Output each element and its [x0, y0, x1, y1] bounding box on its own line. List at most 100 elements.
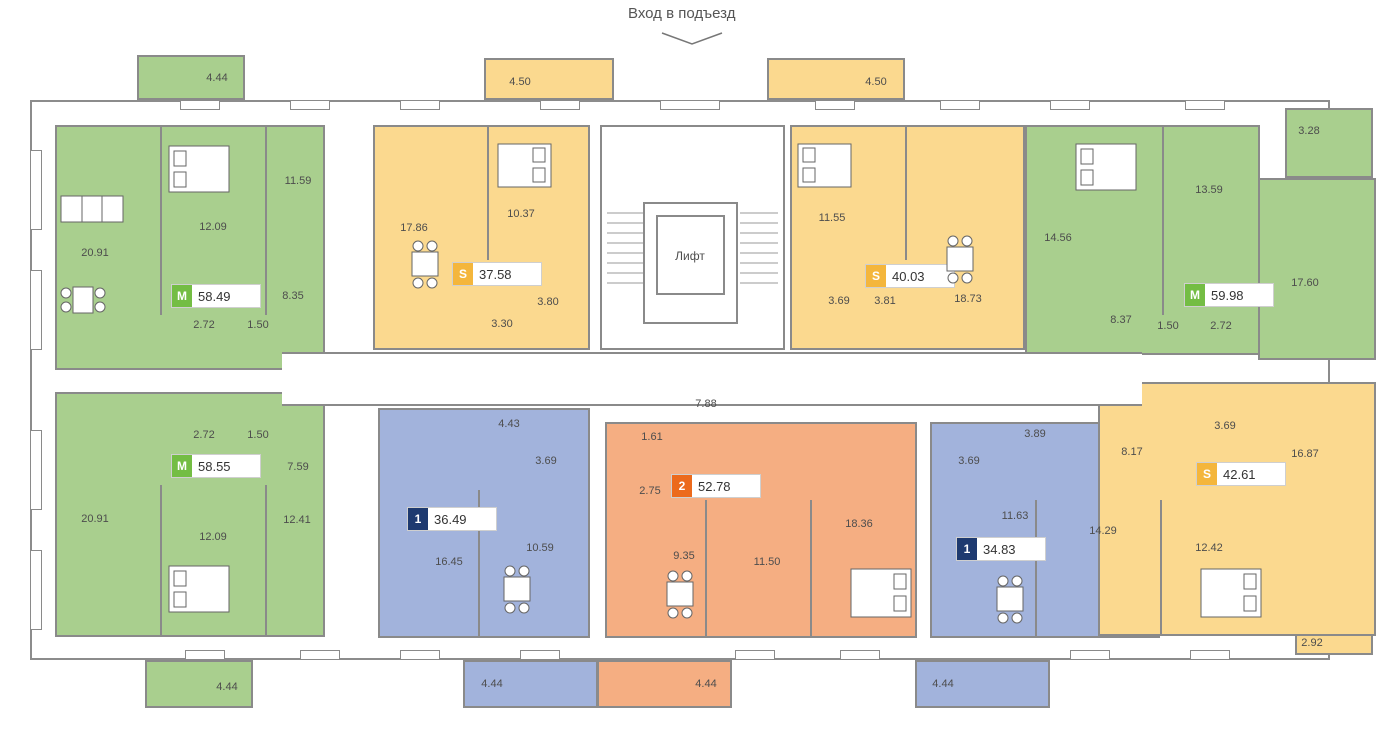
bed-icon [1075, 143, 1137, 191]
room-area: 2.72 [193, 319, 215, 331]
apartment-badge[interactable]: S 40.03 [866, 265, 954, 287]
corridor [282, 352, 1142, 406]
apartment-s-1[interactable] [373, 125, 590, 350]
badge-area: 58.55 [192, 455, 260, 477]
room-area: 4.43 [498, 418, 520, 430]
table-icon [503, 565, 531, 614]
room-area: 3.81 [874, 295, 896, 307]
room-area: 14.56 [1044, 232, 1072, 244]
room-area: 4.50 [509, 76, 531, 88]
badge-type: S [1197, 463, 1217, 485]
room-area: 3.69 [1214, 420, 1236, 432]
table-icon [666, 570, 694, 619]
apartment-m-2-ext [1258, 178, 1376, 360]
room-area: 3.30 [491, 318, 513, 330]
room-area: 4.44 [206, 72, 228, 84]
room-area: 13.59 [1195, 184, 1223, 196]
badge-type: S [453, 263, 473, 285]
room-area: 2.72 [193, 429, 215, 441]
room-area: 2.72 [1210, 320, 1232, 332]
badge-area: 59.98 [1205, 284, 1273, 306]
badge-type: M [172, 455, 192, 477]
room-area: 2.75 [639, 485, 661, 497]
badge-type: M [1185, 284, 1205, 306]
apartment-badge[interactable]: M 58.55 [172, 455, 260, 477]
room-area: 9.35 [673, 550, 695, 562]
entrance-arrow-icon [661, 32, 723, 45]
room-area: 18.36 [845, 518, 873, 530]
room-area: 8.35 [282, 290, 304, 302]
balcony [915, 660, 1050, 708]
room-area: 20.91 [81, 513, 109, 525]
badge-area: 52.78 [692, 475, 760, 497]
apartment-badge[interactable]: S 42.61 [1197, 463, 1285, 485]
room-area: 3.69 [958, 455, 980, 467]
table-icon [996, 575, 1024, 624]
elevator-cabin [656, 215, 725, 295]
badge-area: 42.61 [1217, 463, 1285, 485]
apartment-badge[interactable]: 1 36.49 [408, 508, 496, 530]
room-area: 12.09 [199, 531, 227, 543]
elevator-label: Лифт [675, 249, 705, 263]
badge-area: 37.58 [473, 263, 541, 285]
room-area: 11.63 [1001, 510, 1029, 522]
bed-icon [168, 565, 230, 613]
badge-area: 36.49 [428, 508, 496, 530]
room-area: 3.89 [1024, 428, 1046, 440]
room-area: 1.50 [1157, 320, 1179, 332]
stairs-icon [607, 212, 778, 284]
room-area: 4.44 [216, 681, 238, 693]
room-area: 7.59 [287, 461, 309, 473]
room-area: 20.91 [81, 247, 109, 259]
badge-area: 34.83 [977, 538, 1045, 560]
room-area: 11.55 [818, 212, 846, 224]
room-area: 1.50 [247, 319, 269, 331]
apartment-badge[interactable]: 1 34.83 [957, 538, 1045, 560]
room-area: 12.09 [199, 221, 227, 233]
apartment-badge[interactable]: M 59.98 [1185, 284, 1273, 306]
badge-area: 40.03 [886, 265, 954, 287]
room-area: 2.92 [1301, 637, 1323, 649]
badge-type: 1 [408, 508, 428, 530]
room-area: 11.59 [284, 175, 312, 187]
table-icon [411, 240, 439, 289]
apartment-badge[interactable]: S 37.58 [453, 263, 541, 285]
room-area: 7.88 [695, 398, 717, 410]
balcony [597, 660, 732, 708]
apartment-badge[interactable]: 2 52.78 [672, 475, 760, 497]
room-area: 3.69 [828, 295, 850, 307]
room-area: 8.17 [1121, 446, 1143, 458]
badge-area: 58.49 [192, 285, 260, 307]
apartment-badge[interactable]: M 58.49 [172, 285, 260, 307]
room-area: 14.29 [1089, 525, 1117, 537]
room-area: 3.80 [537, 296, 559, 308]
room-area: 12.42 [1195, 542, 1223, 554]
table-icon [946, 235, 974, 284]
room-area: 4.44 [695, 678, 717, 690]
room-area: 1.61 [641, 431, 663, 443]
entrance-label: Вход в подъезд [628, 5, 736, 22]
room-area: 3.28 [1298, 125, 1320, 137]
badge-type: M [172, 285, 192, 307]
room-area: 10.59 [526, 542, 554, 554]
bed-icon [168, 145, 230, 193]
room-area: 18.73 [954, 293, 982, 305]
badge-type: 2 [672, 475, 692, 497]
balcony [1285, 108, 1373, 178]
room-area: 3.69 [535, 455, 557, 467]
apartment-m-2[interactable] [1025, 125, 1260, 355]
room-area: 16.45 [435, 556, 463, 568]
bed-icon [850, 568, 912, 618]
room-area: 16.87 [1291, 448, 1319, 460]
room-area: 8.37 [1110, 314, 1132, 326]
room-area: 17.86 [400, 222, 428, 234]
sofa-icon [60, 195, 124, 223]
room-area: 12.41 [283, 514, 311, 526]
room-area: 17.60 [1291, 277, 1319, 289]
room-area: 4.50 [865, 76, 887, 88]
bed-icon [497, 143, 552, 188]
badge-type: 1 [957, 538, 977, 560]
room-area: 11.50 [753, 556, 781, 568]
bed-icon [1200, 568, 1262, 618]
balcony [484, 58, 614, 100]
